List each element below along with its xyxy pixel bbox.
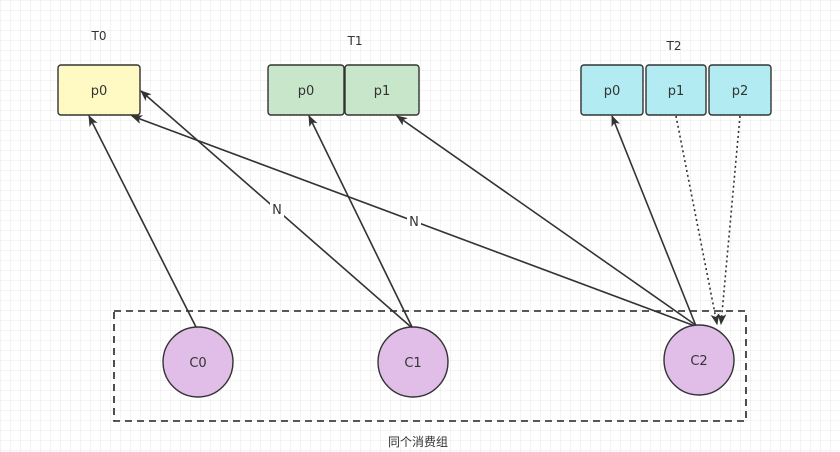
partition-t2-p2[interactable]: p2	[708, 64, 772, 116]
consumer-node[interactable]	[663, 324, 735, 396]
partition-box[interactable]	[708, 64, 772, 116]
partition-t2-p0[interactable]: p0	[580, 64, 644, 116]
edge-t2-p2-to-c2[interactable]	[717, 115, 741, 326]
partition-label: p1	[668, 84, 685, 99]
partition-label: p0	[298, 84, 315, 99]
partition-t1-p1[interactable]: p1	[344, 64, 420, 116]
partition-label: p1	[374, 84, 391, 99]
consumer-c0[interactable]: C0	[162, 326, 234, 398]
edges-layer: NN	[88, 90, 741, 328]
topic-label-t2: T2	[666, 39, 682, 53]
consumer-label: C0	[189, 356, 206, 371]
consumer-node[interactable]	[162, 326, 234, 398]
consumer-label: C2	[690, 354, 707, 369]
consumer-group-box[interactable]	[113, 310, 747, 422]
edge-label-background	[270, 201, 284, 217]
edge-label: N	[272, 203, 282, 218]
partition-label: p0	[604, 84, 621, 99]
partition-box[interactable]	[344, 64, 420, 116]
consumer-node[interactable]	[377, 326, 449, 398]
partition-t1-p0[interactable]: p0	[267, 64, 345, 116]
edge-label-background	[407, 213, 421, 229]
consumer-label: C1	[404, 356, 421, 371]
partition-box[interactable]	[57, 64, 141, 116]
partition-box[interactable]	[580, 64, 644, 116]
partition-t0-p0[interactable]: p0	[57, 64, 141, 116]
partition-label: p2	[732, 84, 749, 99]
partition-box[interactable]	[267, 64, 345, 116]
edge-label: N	[409, 215, 419, 230]
partition-t2-p1[interactable]: p1	[645, 64, 707, 116]
consumer-c1[interactable]: C1	[377, 326, 449, 398]
partition-label: p0	[91, 84, 108, 99]
edge-c1-to-t1-p1[interactable]	[396, 115, 698, 327]
partition-box[interactable]	[645, 64, 707, 116]
topic-label-t0: T0	[91, 29, 107, 43]
group-label: 同个消费组	[388, 435, 448, 449]
edge-t2-p1-to-c2[interactable]	[675, 115, 720, 326]
consumer-c2[interactable]: C2	[663, 324, 735, 396]
topic-label-t1: T1	[347, 34, 363, 48]
edge-c1-to-t1-p0[interactable]	[308, 114, 413, 328]
edge-c2-to-t2-p0[interactable]	[611, 114, 697, 327]
edge-c0-to-t0-p0[interactable]	[88, 115, 197, 328]
